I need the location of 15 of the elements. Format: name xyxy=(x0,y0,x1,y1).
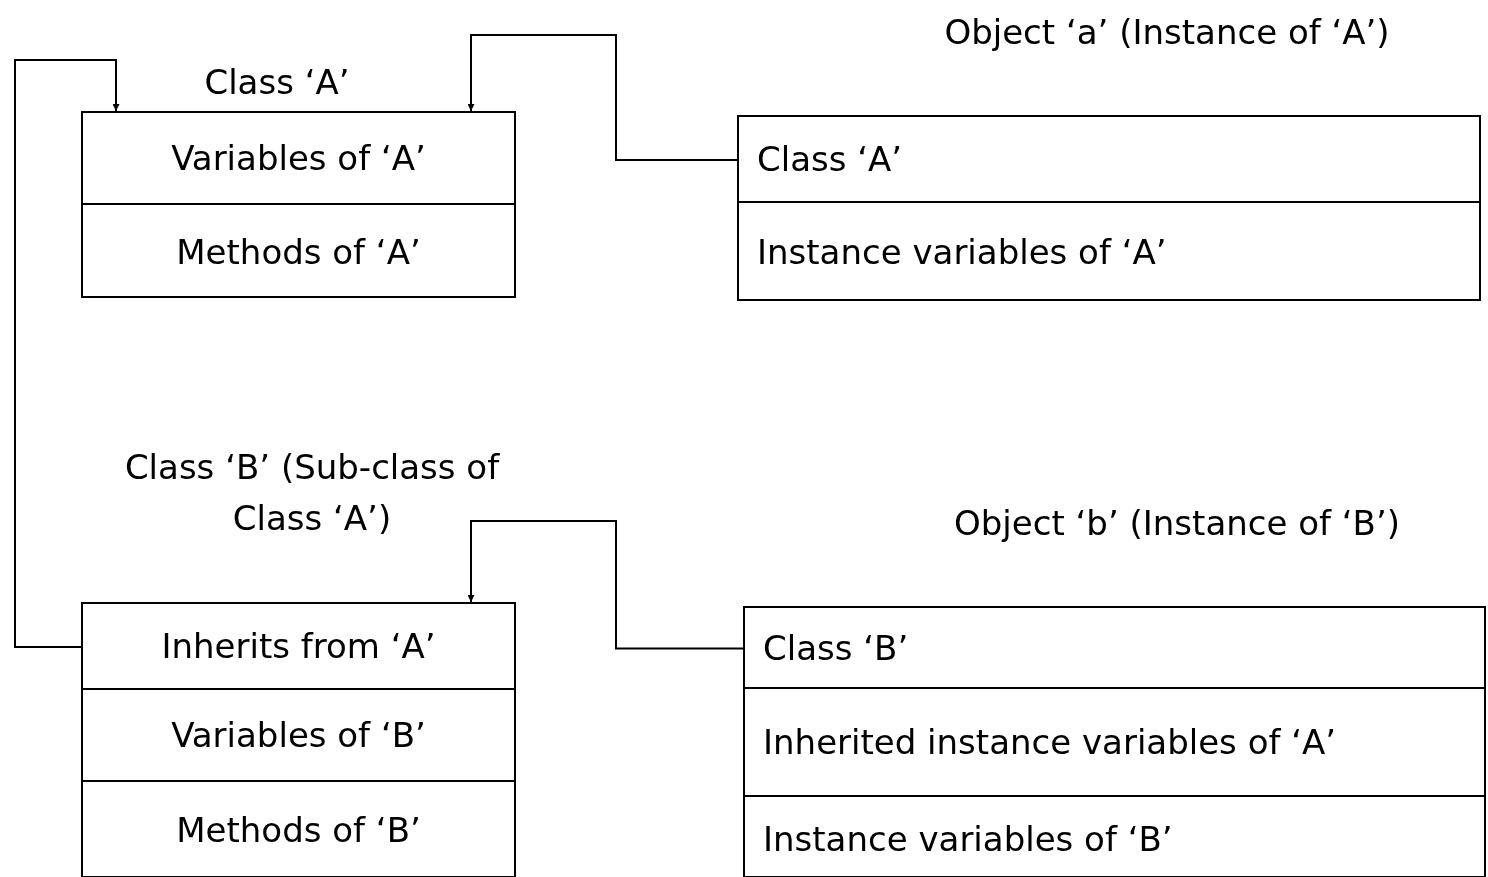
box-heading: Object ‘b’ (Instance of ‘B’) xyxy=(953,502,1401,545)
compartment-text: Class ‘B’ xyxy=(745,608,1484,689)
compartment-text: Class ‘A’ xyxy=(739,117,1479,203)
compartment-text: Inherited instance variables of ‘A’ xyxy=(745,689,1484,797)
compartment-text: Methods of ‘A’ xyxy=(83,205,514,298)
box-heading: Class ‘B’ (Sub-class of Class ‘A’) xyxy=(123,446,501,540)
compartment-text: Instance variables of ‘A’ xyxy=(739,203,1479,301)
connector-arrow xyxy=(14,59,120,648)
compartment-text: Instance variables of ‘B’ xyxy=(745,797,1484,877)
box-heading: Object ‘a’ (Instance of ‘A’) xyxy=(943,11,1391,54)
compartment-text: Methods of ‘B’ xyxy=(83,782,514,877)
compartment-text: Variables of ‘B’ xyxy=(83,690,514,782)
compartment-text: Variables of ‘A’ xyxy=(83,113,514,205)
box-heading: Class ‘A’ xyxy=(203,61,351,104)
compartment-text: Inherits from ‘A’ xyxy=(83,604,514,690)
